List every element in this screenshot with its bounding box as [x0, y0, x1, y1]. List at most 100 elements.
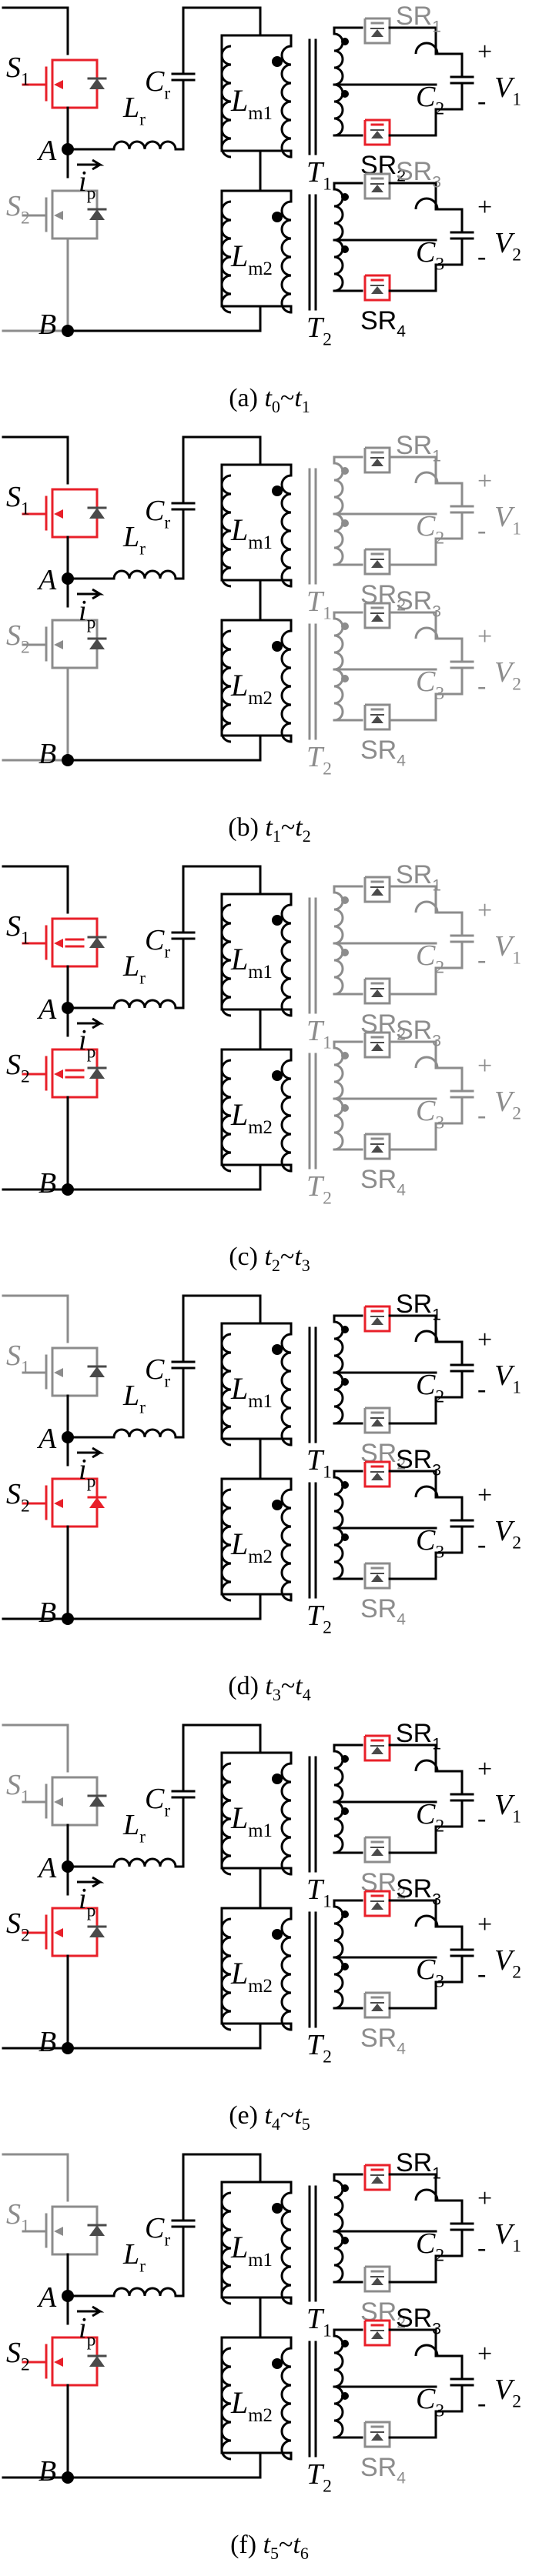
sec2-label-vout-sub: 2: [512, 2392, 521, 2412]
label-s2: S2: [6, 1907, 30, 1946]
label-t1-main: T: [306, 1874, 325, 1906]
label-s1-main: S: [6, 481, 21, 513]
sec1-label-vout: V1: [494, 72, 521, 110]
label-node-b: B: [38, 2026, 56, 2058]
switch-s1-diode: [89, 1366, 105, 1377]
sec1-sr-top: [363, 1734, 391, 1762]
label-lr: Lr: [122, 950, 146, 989]
label-lm1: Lm1: [230, 1371, 273, 1412]
sec2-sr-bot: [363, 1133, 391, 1160]
label-lr-sub: r: [139, 1827, 146, 1847]
label-s1-main: S: [6, 2198, 21, 2231]
polarity-dot-lm2: [272, 212, 283, 222]
label-node-b: B: [38, 738, 56, 770]
label-lm2-main: L: [230, 1527, 248, 1561]
inductor-lm1: [220, 1333, 232, 1446]
sec2-label-sr-bot: SR4: [360, 2024, 406, 2058]
label-cr-sub: r: [164, 2231, 170, 2251]
sec2-label-sr-bot-sub: 4: [397, 752, 406, 770]
label-cr: Cr: [145, 1783, 170, 1821]
label-t1-sub: 1: [323, 604, 332, 624]
caption-t-start: t: [264, 2101, 273, 2130]
label-t2: T2: [306, 1170, 332, 1209]
sec1-minus: -: [477, 1375, 486, 1403]
sec2-sr-bot-frame: [363, 703, 391, 731]
sec2-label-sr-top-sub: 3: [432, 1033, 441, 1050]
label-s1: S1: [6, 52, 30, 90]
sec2-label-vout: V2: [494, 2374, 521, 2412]
label-lm1-sub: m1: [248, 1820, 273, 1841]
label-lm1-main: L: [230, 83, 248, 118]
label-s1-sub: 1: [21, 1787, 30, 1807]
label-cr: Cr: [145, 924, 170, 963]
sec1-output-junction: [414, 42, 439, 55]
caption-prefix: (d): [228, 1672, 265, 1700]
label-t2-sub: 2: [323, 1189, 332, 1209]
caption-prefix: (b): [228, 813, 265, 842]
label-t1: T1: [306, 156, 332, 195]
switch-s1-diode: [89, 508, 105, 519]
caption-t-end-sub: 2: [303, 826, 311, 846]
caption-t-start: t: [263, 2531, 272, 2559]
label-cr-main: C: [145, 65, 165, 98]
switch-s2-diode: [89, 1927, 105, 1937]
sec2-output-junction: [414, 626, 439, 639]
panel-caption: (f) t5~t6: [230, 2531, 309, 2563]
sec1-label-sr-top: SR1: [396, 2, 441, 36]
label-cr: Cr: [145, 2212, 170, 2251]
sec1-label-cout-sub: 2: [435, 958, 444, 978]
sec1-sr-bot: [363, 118, 391, 146]
sec2-label-vout-sub: 2: [512, 675, 521, 695]
sec2-label-cout-main: C: [416, 2383, 436, 2415]
label-ip: ip: [79, 1024, 95, 1063]
switch-s1: [22, 2205, 107, 2256]
caption-prefix: (e): [229, 2101, 264, 2130]
caption-tilde: ~: [281, 813, 295, 842]
sec2-sec-dot-1: [341, 2340, 349, 2347]
sec2-label-vout: V2: [494, 1515, 521, 1553]
sec2-label-vout: V2: [494, 1086, 521, 1124]
sec2-sr-top: [363, 1460, 391, 1488]
label-node-b: B: [38, 1167, 56, 1200]
inductor-lm1: [220, 45, 232, 158]
sec2-output-junction: [414, 1485, 439, 1498]
sec1-label-sr-top-main: SR: [396, 2148, 432, 2177]
sec2-sr-bot-frame: [363, 2421, 391, 2448]
sec1-sr-bot-diode: [371, 1848, 383, 1856]
caption-t-start-sub: 5: [270, 2544, 279, 2563]
label-node-a: A: [36, 135, 57, 167]
caption-t-start: t: [264, 384, 273, 412]
label-s2-main: S: [6, 1907, 21, 1940]
sec1-minus: -: [477, 87, 486, 115]
sec2-label-cout: C3: [416, 2383, 444, 2421]
sec1-label-sr-top-main: SR: [396, 860, 432, 889]
sec1-sr-bot-diode: [371, 560, 383, 568]
sec2-sr-top-frame: [363, 1031, 391, 1059]
sec1-label-sr-top: SR1: [396, 431, 441, 465]
sec2-label-sr-bot: SR4: [360, 1165, 406, 1200]
sec2-label-cout-sub: 3: [435, 255, 444, 275]
sec1-label-vout-sub: 1: [512, 949, 521, 969]
sec1-label-vout-sub: 1: [512, 2237, 521, 2257]
transformer-t2-primary: [280, 1917, 292, 2031]
polarity-dot-lm1: [272, 56, 283, 67]
sec1-sr-top-diode: [371, 29, 383, 37]
label-lr-main: L: [122, 521, 139, 553]
caption-tilde: ~: [280, 384, 294, 412]
caption-t-start: t: [265, 813, 273, 842]
switch-s1-diode: [89, 937, 105, 948]
sec2-sr-top-diode: [371, 1902, 383, 1910]
sec1-label-cout-sub: 2: [435, 529, 444, 549]
label-lm1: Lm1: [230, 942, 273, 983]
label-node-a: A: [36, 993, 57, 1026]
sec2-sr-top-diode: [371, 2331, 383, 2339]
label-s1-main: S: [6, 1340, 21, 1372]
switch-s2: [22, 1048, 107, 1099]
sec1-label-vout-sub: 1: [512, 90, 521, 110]
sec1-sr-top-diode: [371, 1747, 383, 1754]
sec1-sr-top-frame: [363, 1305, 391, 1333]
label-t2: T2: [306, 2029, 332, 2067]
sec1-label-vout-sub: 1: [512, 1378, 521, 1398]
